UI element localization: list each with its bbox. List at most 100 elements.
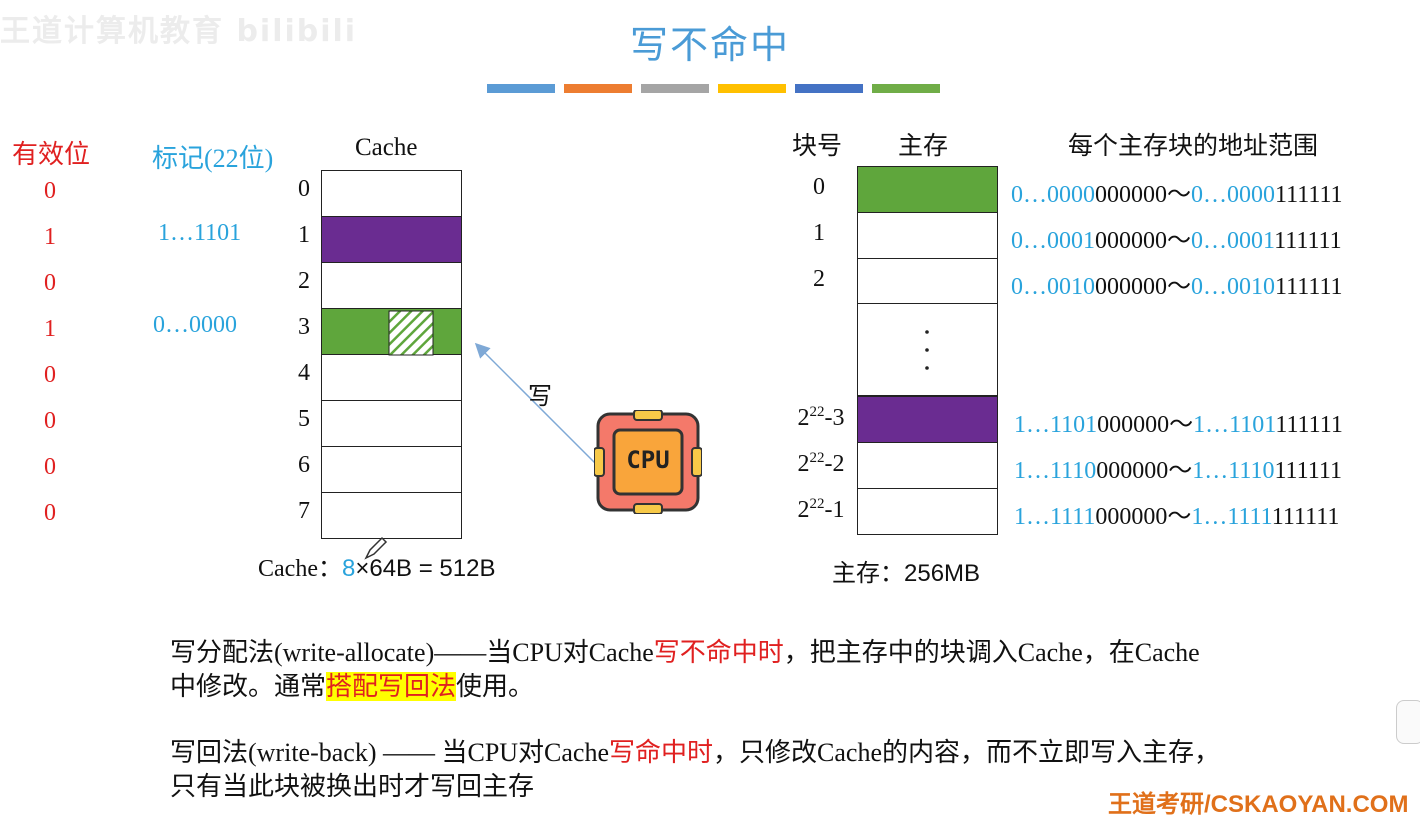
address-part: 000000～: [1096, 458, 1193, 484]
cache-line-count: 8: [341, 555, 356, 582]
memory-block-number: 1: [784, 220, 854, 247]
block-number-suffix: -1: [824, 497, 845, 523]
p1-highlight-miss: 写不命中时: [653, 638, 784, 667]
p2-part1: 写回法(write-back) —— 当CPU对Cache: [170, 738, 610, 767]
color-bar: [872, 84, 940, 93]
address-part: 111111: [1275, 274, 1343, 300]
address-part: 0…0001: [1011, 228, 1095, 254]
address-part: 000000～: [1095, 228, 1191, 254]
memory-block: [857, 442, 998, 489]
address-part: 111111: [1274, 228, 1342, 254]
watermark: 王道计算机教育 bilibili: [0, 14, 358, 49]
cache-line: [321, 216, 462, 263]
valid-bit-header: 有效位: [12, 140, 91, 169]
memory-block: [857, 396, 998, 443]
address-range-header: 每个主存块的地址范围: [1068, 133, 1319, 160]
side-panel-handle[interactable]: [1396, 700, 1420, 744]
memory-block-number: 0: [784, 174, 854, 201]
cache-tag: 1…1101: [158, 220, 242, 246]
cache-line: [321, 446, 462, 493]
valid-bit: 1: [44, 224, 56, 250]
valid-bit: 0: [44, 362, 56, 388]
address-range: 1…1111000000～1…1111111111: [1014, 496, 1339, 531]
cache-line: [321, 492, 462, 539]
cache-caption-rest: ×64B = 512B: [355, 555, 496, 582]
valid-bit: 1: [44, 316, 56, 342]
address-range: 1…1101000000～1…1101111111: [1014, 404, 1343, 439]
memory-block: [857, 488, 998, 535]
color-bar: [718, 84, 786, 93]
write-arrow: [474, 342, 596, 464]
memory-block-number: 2: [784, 266, 854, 293]
memory-block-number: 222-3: [786, 404, 856, 432]
tag-header: 标记(22位): [152, 144, 274, 173]
main-memory-header: 主存: [898, 133, 949, 160]
block-number-suffix: -2: [824, 451, 845, 477]
address-part: 0…0010: [1011, 274, 1095, 300]
address-part: 1…1110: [1192, 458, 1275, 484]
memory-block: [857, 212, 998, 259]
memory-block: [857, 258, 998, 305]
address-part: 111111: [1275, 182, 1343, 208]
address-range: 0…0001000000～0…0001111111: [1011, 220, 1342, 255]
valid-bit: 0: [44, 408, 56, 434]
address-part: 000000～: [1095, 504, 1192, 530]
address-part: 1…1101: [1193, 412, 1276, 438]
address-part: 1…1110: [1014, 458, 1097, 484]
address-part: 000000～: [1097, 412, 1194, 438]
cache-header: Cache: [355, 134, 418, 161]
memory-block: [857, 166, 998, 213]
paragraph2-line1: 写回法(write-back) —— 当CPU对Cache写命中时，只修改Cac…: [170, 736, 1220, 770]
cpu-label: CPU: [626, 446, 670, 474]
cpu-icon: CPU: [593, 409, 703, 515]
vertical-ellipsis-icon: [925, 330, 929, 370]
paragraph2-line2: 只有当此块被换出时才写回主存: [170, 772, 535, 801]
paragraph1-line2: 中修改。通常搭配写回法使用。: [170, 670, 1200, 704]
color-bar: [795, 84, 863, 93]
cache-line-index: 2: [298, 268, 310, 294]
write-back-paragraph: 写回法(write-back) —— 当CPU对Cache写命中时，只修改Cac…: [170, 736, 1220, 804]
block-number-suffix: -3: [824, 405, 845, 431]
p2-highlight-hit: 写命中时: [609, 738, 714, 767]
address-part: 111111: [1274, 458, 1342, 484]
valid-bit: 0: [44, 500, 56, 526]
block-number-base: 0: [813, 174, 825, 200]
address-part: 1…1111: [1014, 504, 1096, 530]
pen-cursor-icon: [364, 536, 388, 560]
cache-size-caption: Cache：8×64B = 512B: [258, 548, 495, 583]
cache-line: [321, 400, 462, 447]
address-range: 0…0010000000～0…0010111111: [1011, 266, 1343, 301]
slide-title: 写不命中: [629, 23, 790, 67]
address-range: 1…1110000000～1…1110111111: [1014, 450, 1342, 485]
memory-caption-prefix: 主存：: [832, 561, 904, 587]
address-part: 000000～: [1095, 274, 1191, 300]
color-bar: [641, 84, 709, 93]
block-number-base: 2: [797, 451, 810, 477]
address-part: 111111: [1272, 504, 1340, 530]
address-part: 1…1111: [1191, 504, 1273, 530]
color-bar: [564, 84, 632, 93]
modified-region: [388, 310, 434, 356]
block-number-base: 1: [813, 220, 825, 246]
p1-part1: 写分配法(write-allocate)——当CPU对Cache: [170, 638, 654, 667]
write-label: 写: [528, 384, 552, 410]
cache-line: [321, 262, 462, 309]
p1-highlight-writeback: 搭配写回法: [326, 672, 457, 701]
color-bar: [487, 84, 555, 93]
cache-line-index: 7: [298, 498, 310, 524]
cache-line-index: 5: [298, 406, 310, 432]
write-allocate-paragraph: 写分配法(write-allocate)——当CPU对Cache写不命中时，把主…: [170, 636, 1200, 704]
block-number-base: 2: [797, 405, 810, 431]
paragraph1-line1: 写分配法(write-allocate)——当CPU对Cache写不命中时，把主…: [170, 636, 1200, 670]
cache-line-index: 6: [298, 452, 310, 478]
address-part: 0…0010: [1191, 274, 1275, 300]
address-range: 0…0000000000～0…0000111111: [1011, 174, 1343, 209]
footer-brand: 王道考研/CSKAOYAN.COM: [1108, 791, 1409, 818]
p2-part3: ，只修改Cache的内容，而不立即写入主存，: [713, 738, 1221, 767]
valid-bit: 0: [44, 270, 56, 296]
memory-size-caption: 主存：256MB: [832, 553, 980, 588]
p1-part4: 中修改。通常: [170, 672, 327, 701]
cache-line-index: 1: [298, 222, 310, 248]
cache-line-index: 3: [298, 314, 310, 340]
block-number-exponent: 22: [809, 450, 825, 466]
